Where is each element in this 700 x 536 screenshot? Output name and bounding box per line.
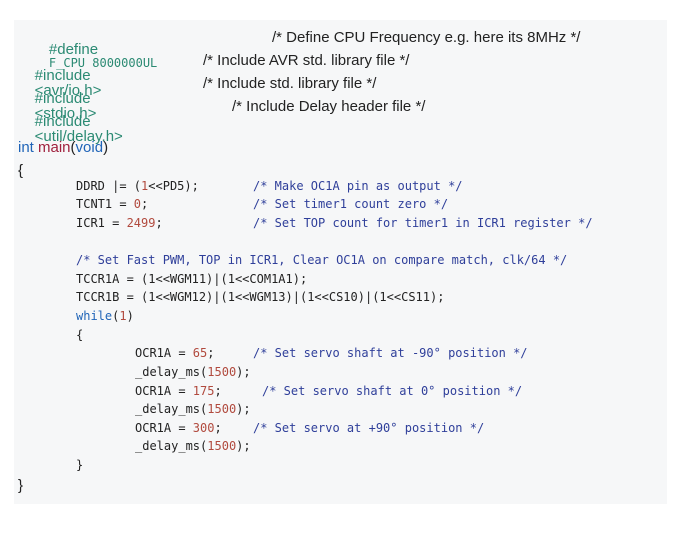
- include-header: <avr/io.h>: [34, 82, 102, 99]
- ddrd-statement: DDRD |= (1<<PD5);: [76, 180, 199, 192]
- return-type: int: [18, 139, 34, 156]
- code-text: ;: [214, 384, 222, 398]
- code-text: ): [126, 309, 134, 323]
- code-text: DDRD |= (: [76, 179, 142, 193]
- include-header: <util/delay.h>: [34, 128, 123, 145]
- include-header: <stdio.h>: [34, 105, 97, 122]
- code-text: ;: [214, 421, 222, 435]
- code-text: );: [236, 439, 251, 453]
- ocr1a-zero-comment: /* Set servo shaft at 0° position */: [262, 384, 523, 398]
- code-text: <<PD5);: [148, 179, 199, 193]
- icr1-comment: /* Set TOP count for timer1 in ICR1 regi…: [253, 216, 593, 230]
- delay-call: _delay_ms(1500);: [135, 440, 251, 452]
- ocr1a-pos90-statement: OCR1A = 300;: [135, 422, 222, 434]
- include-delay-line: #include <util/delay.h>: [18, 99, 123, 159]
- code-text: (: [200, 439, 208, 453]
- main-signature: int main(void): [18, 140, 108, 155]
- code-text: OCR1A =: [135, 346, 193, 360]
- param-type: void: [75, 139, 104, 156]
- fast-pwm-comment: /* Set Fast PWM, TOP in ICR1, Clear OC1A…: [76, 253, 568, 267]
- open-paren: (: [70, 139, 76, 156]
- number-literal: 300: [192, 421, 215, 435]
- ocr1a-zero-statement: OCR1A = 175;: [135, 385, 222, 397]
- include-stdio-comment: /* Include std. library file */: [203, 75, 377, 92]
- ddrd-comment: /* Make OC1A pin as output */: [253, 179, 463, 193]
- code-text: OCR1A =: [135, 384, 193, 398]
- number-literal: 2499: [126, 216, 156, 230]
- number-literal: 175: [192, 384, 215, 398]
- include-directive: #include: [34, 67, 91, 84]
- main-brace-open: {: [18, 162, 24, 179]
- while-statement: while(1): [76, 310, 134, 322]
- delay-call: _delay_ms(1500);: [135, 403, 251, 415]
- number-literal: 1500: [207, 365, 237, 379]
- icr1-statement: ICR1 = 2499;: [76, 217, 163, 229]
- define-line: #define F_CPU 8000000UL: [20, 30, 157, 81]
- number-literal: 1: [119, 309, 127, 323]
- include-io-comment: /* Include AVR std. library file */: [203, 52, 410, 69]
- include-io-line: #include <avr/io.h>: [18, 53, 102, 113]
- tcnt1-comment: /* Set timer1 count zero */: [253, 197, 449, 211]
- function-name: main: [38, 139, 71, 156]
- ocr1a-neg90-statement: OCR1A = 65;: [135, 347, 214, 359]
- include-delay-comment: /* Include Delay header file */: [232, 98, 426, 115]
- while-brace-close: }: [76, 458, 84, 472]
- code-text: ;: [155, 216, 163, 230]
- function-name: _delay_ms: [135, 439, 201, 453]
- number-literal: 0: [133, 197, 142, 211]
- code-text: TCNT1 =: [76, 197, 134, 211]
- define-macro: F_CPU 8000000UL: [48, 56, 158, 70]
- function-name: _delay_ms: [135, 365, 201, 379]
- include-directive: #include: [34, 113, 91, 130]
- while-keyword: while: [76, 309, 113, 323]
- code-text: ;: [207, 346, 215, 360]
- code-text: (: [200, 402, 208, 416]
- ocr1a-pos90-comment: /* Set servo at +90° position */: [253, 421, 485, 435]
- number-literal: 1500: [207, 402, 237, 416]
- code-text: OCR1A =: [135, 421, 193, 435]
- close-paren: ): [103, 139, 109, 156]
- delay-call: _delay_ms(1500);: [135, 366, 251, 378]
- code-text: (: [112, 309, 120, 323]
- code-text: ICR1 =: [76, 216, 127, 230]
- number-literal: 1: [141, 179, 149, 193]
- number-literal: 65: [192, 346, 208, 360]
- tccr1a-statement: TCCR1A = (1<<WGM11)|(1<<COM1A1);: [76, 272, 308, 286]
- code-text: );: [236, 402, 251, 416]
- code-text: ;: [141, 197, 149, 211]
- code-snippet-panel: #define F_CPU 8000000UL /* Define CPU Fr…: [14, 20, 667, 504]
- include-stdio-line: #include <stdio.h>: [18, 76, 97, 136]
- code-text: );: [236, 365, 251, 379]
- while-brace-open: {: [76, 328, 84, 342]
- include-directive: #include: [34, 90, 91, 107]
- ocr1a-neg90-comment: /* Set servo shaft at -90° position */: [253, 346, 528, 360]
- tcnt1-statement: TCNT1 = 0;: [76, 198, 148, 210]
- code-text: (: [200, 365, 208, 379]
- define-directive: #define: [48, 41, 99, 58]
- tccr1b-statement: TCCR1B = (1<<WGM12)|(1<<WGM13)|(1<<CS10)…: [76, 290, 445, 304]
- define-comment: /* Define CPU Frequency e.g. here its 8M…: [272, 29, 581, 46]
- main-brace-close: }: [18, 477, 24, 494]
- number-literal: 1500: [207, 439, 237, 453]
- function-name: _delay_ms: [135, 402, 201, 416]
